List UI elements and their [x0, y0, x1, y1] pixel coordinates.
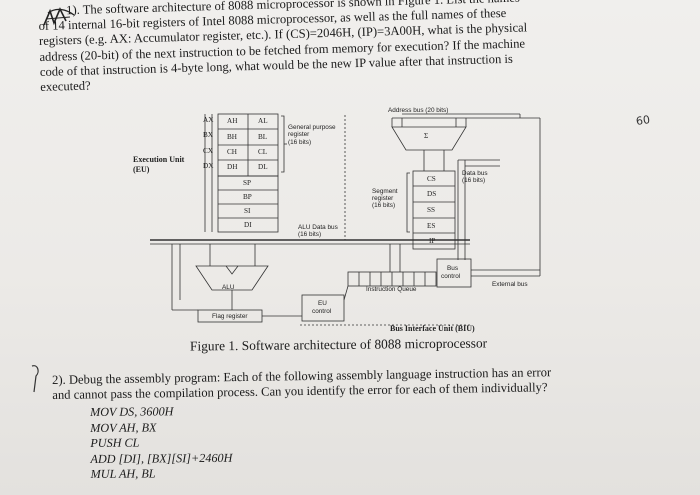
register-dl: DL [258, 163, 268, 171]
register-ah: AH [227, 117, 238, 125]
register-bh: BH [227, 133, 237, 141]
alu-label: ALU [222, 284, 235, 291]
code-line: PUSH CL [90, 435, 140, 450]
assembly-code-list: MOV DS, 3600H MOV AH, BX PUSH CL ADD [DI… [90, 404, 233, 483]
alu-shape [195, 265, 269, 291]
segment-label-2: register [372, 195, 394, 202]
execution-unit-label: Execution Unit [133, 155, 185, 164]
register-bl: BL [258, 133, 268, 141]
register-dh: DH [227, 163, 238, 171]
segment-bits: (16 bits) [372, 202, 396, 209]
code-line: MUL AH, BL [90, 466, 156, 481]
code-line: ADD [DI], [BX][SI]+2460H [90, 450, 233, 466]
register-si: SI [244, 207, 251, 215]
register-cl: CL [258, 148, 268, 156]
bus-control-label: Bus [447, 265, 459, 272]
register-dx-label: DX [203, 162, 214, 170]
sigma-symbol: Σ [424, 132, 429, 140]
register-bx-label: BX [203, 131, 213, 139]
segment-register-block [412, 170, 456, 250]
alu-data-bus-bits: (16 bits) [298, 231, 322, 238]
data-bus-bits: (16 bits) [462, 177, 486, 184]
register-es: ES [427, 222, 436, 230]
register-ss: SS [427, 206, 435, 214]
register-ip: IP [429, 237, 436, 245]
register-di: DI [244, 221, 252, 229]
execution-unit-abbr: (EU) [133, 165, 150, 174]
register-cs: CS [427, 175, 436, 183]
eu-control-label-2: control [312, 308, 332, 315]
address-adder [391, 126, 467, 151]
general-purpose-label: General purpose [288, 124, 336, 131]
general-purpose-bits: (16 bits) [288, 139, 312, 146]
bus-control-label-2: control [441, 273, 461, 280]
general-purpose-label-2: register [288, 131, 310, 138]
code-line: MOV AH, BX [90, 419, 157, 435]
register-al: AL [258, 117, 268, 125]
eu-control-block [301, 294, 345, 322]
external-bus-label: External bus [492, 281, 528, 288]
flag-register-label: Flag register [212, 313, 248, 320]
eu-control-label: EU [318, 300, 327, 307]
pen-mark [31, 365, 39, 393]
register-ds: DS [427, 190, 437, 198]
register-sp: SP [243, 179, 251, 187]
figure-caption: Figure 1. Software architecture of 8088 … [189, 335, 488, 354]
register-ax-label: AX [203, 116, 214, 124]
biu-label: Bus Interface Unit (BIU) [390, 324, 475, 333]
register-ch: CH [227, 148, 237, 156]
code-line: MOV DS, 3600H [90, 404, 174, 419]
alu-data-bus-label: ALU Data bus [298, 224, 338, 231]
data-bus-label: Data bus [462, 170, 488, 177]
register-cx-label: CX [203, 147, 213, 155]
instruction-queue-label: Instruction Queue [366, 286, 417, 293]
register-bp: BP [243, 193, 252, 201]
address-bus-label: Address bus (20 bits) [388, 107, 449, 114]
segment-label: Segment [372, 188, 398, 195]
bus-control-block [436, 258, 472, 288]
pen-scribble-mark [43, 7, 75, 26]
